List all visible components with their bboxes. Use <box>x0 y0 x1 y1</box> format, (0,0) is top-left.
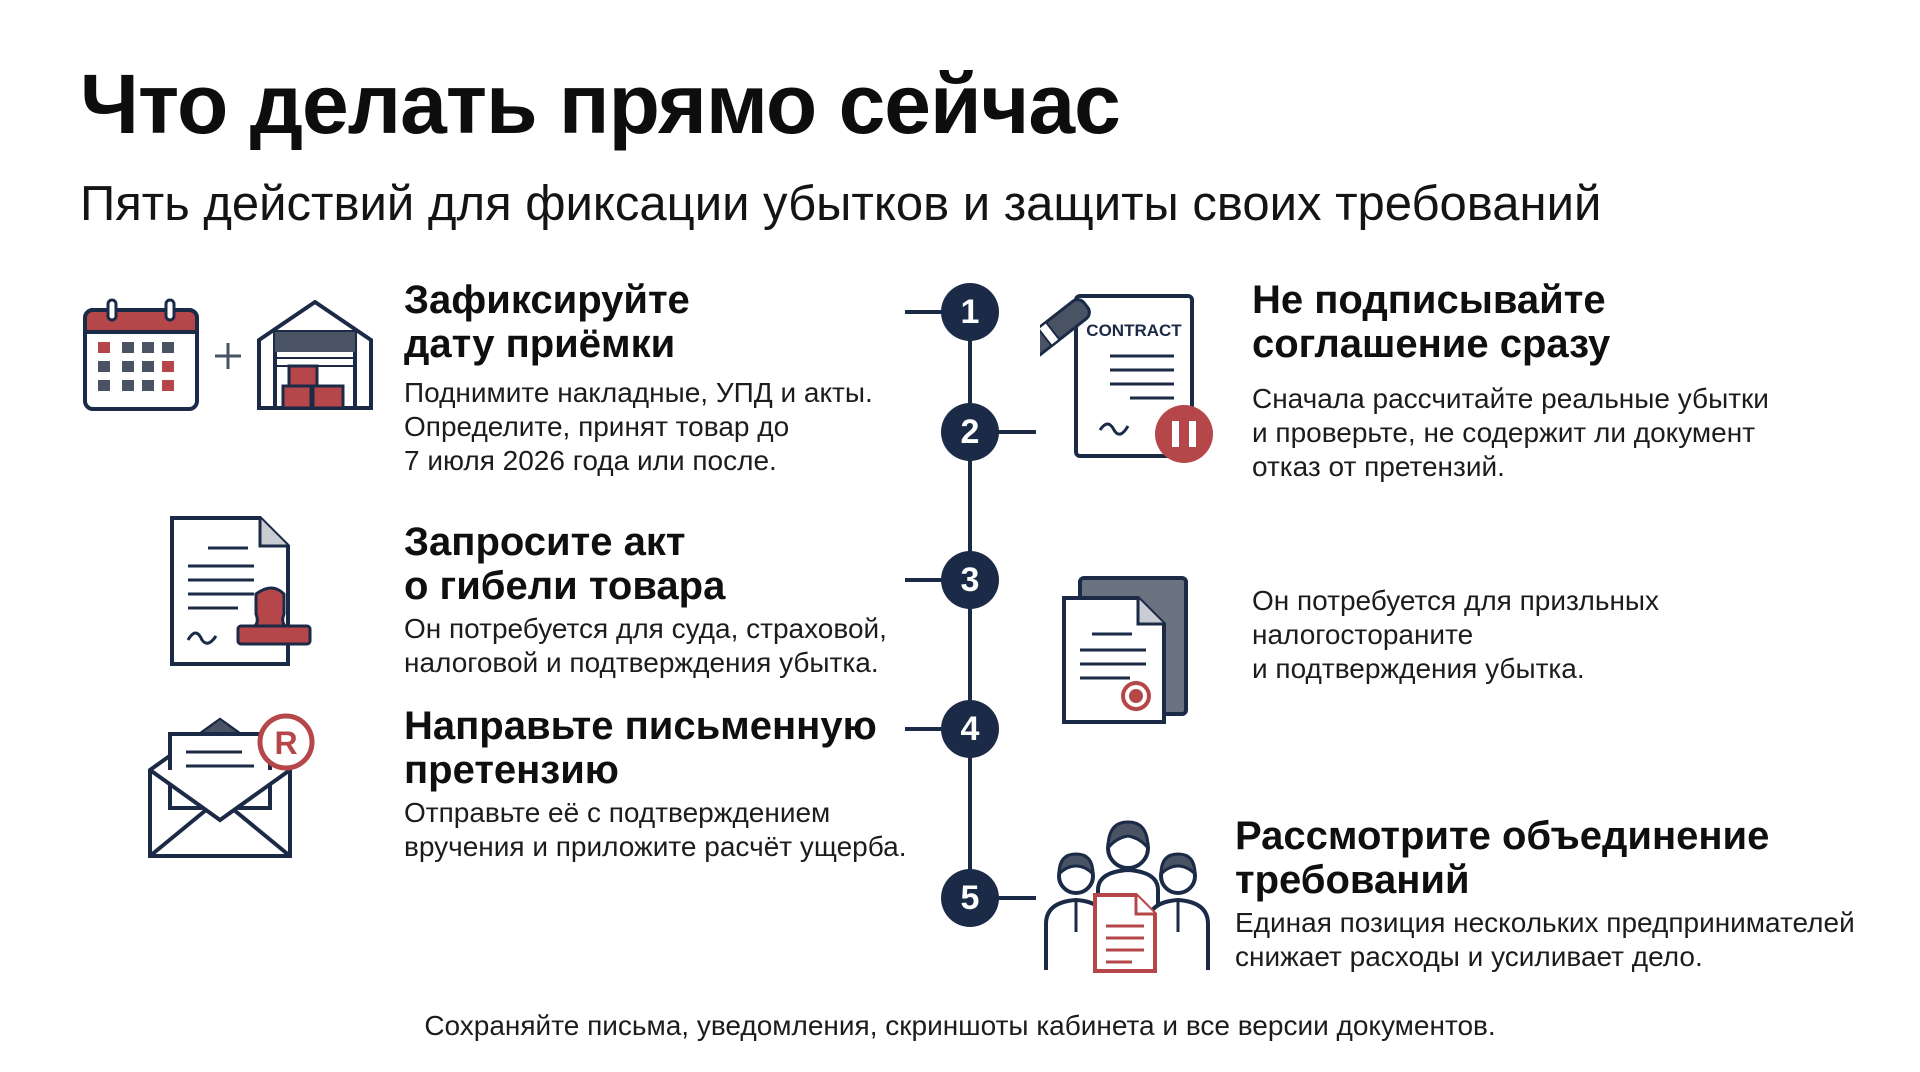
document-seal-icon <box>1062 576 1188 724</box>
footer-note: Сохраняйте письма, уведомления, скриншот… <box>424 1010 1496 1041</box>
step-3-description: Он потребуется для суда, страховой, нало… <box>404 613 887 678</box>
document-stamp-icon <box>170 516 312 666</box>
step-2-description: Сначала рассчитайте реальные убытки и пр… <box>1252 383 1769 482</box>
page-subtitle: Пять действий для фиксации убытков и защ… <box>80 177 1602 231</box>
page-title: Что делать прямо сейчас <box>80 57 1121 151</box>
step-2-title: Не подписывайте соглашение сразу <box>1252 278 1611 366</box>
registered-badge: R <box>274 725 297 761</box>
step-number-1: 1 <box>941 283 999 341</box>
registered-letter-icon: R <box>148 713 315 858</box>
step-4-description: Отправьте её с подтверждением вручения и… <box>404 797 907 862</box>
contract-label: CONTRACT <box>1086 321 1182 340</box>
step-number-5: 5 <box>941 869 999 927</box>
step-1-title: Зафиксируйте дату приёмки <box>404 278 690 366</box>
step-3-side-text: Он потребуется для призльных налогостoра… <box>1252 585 1660 684</box>
step-number-4: 4 <box>941 700 999 758</box>
step-1-description: Поднимите накладные, УПД и акты. Определ… <box>404 377 873 476</box>
step-5-title: Рассмотрите объединение требований <box>1235 814 1770 902</box>
step-3-title: Запросите акт о гибели товара <box>404 520 726 608</box>
step-5-description: Единая позиция нескольких предпринимател… <box>1235 907 1855 972</box>
document-icon <box>1093 893 1157 973</box>
calendar-icon <box>83 298 199 411</box>
pause-icon <box>1155 405 1213 463</box>
step-4-title: Направьте письменную претензию <box>404 704 877 792</box>
plus-icon <box>215 343 241 369</box>
step-number-2: 2 <box>941 403 999 461</box>
warehouse-icon <box>257 299 373 410</box>
step-number-3: 3 <box>941 551 999 609</box>
